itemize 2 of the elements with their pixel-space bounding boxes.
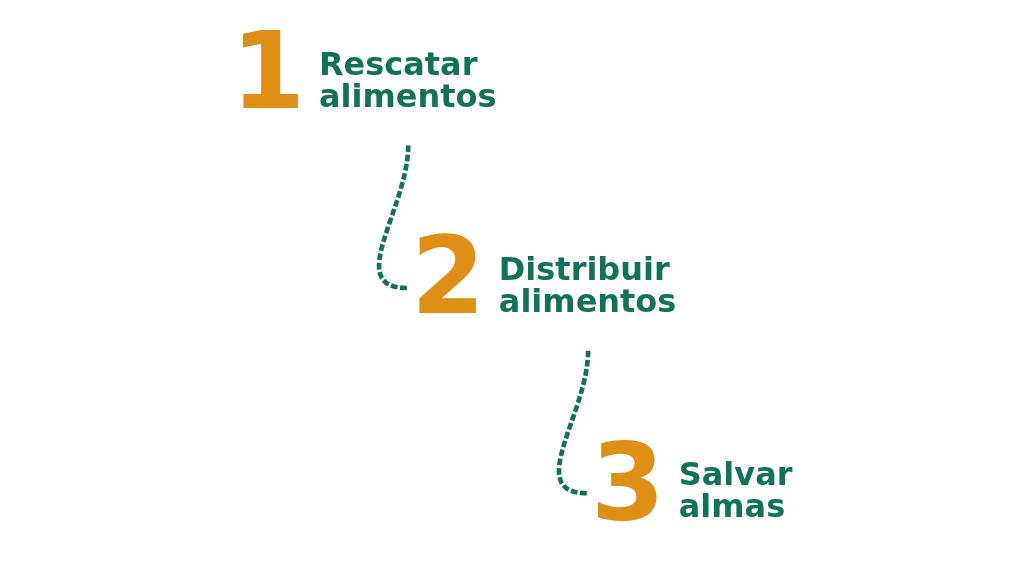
connector [556, 350, 590, 496]
connector [376, 145, 411, 291]
